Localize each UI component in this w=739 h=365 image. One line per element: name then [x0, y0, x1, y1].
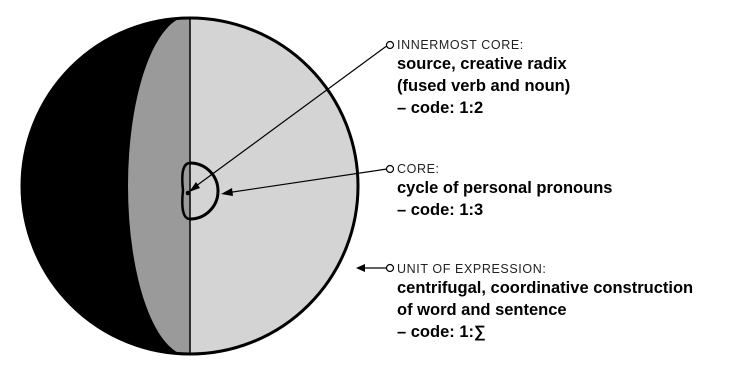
core-shape	[189, 161, 220, 221]
unit-line-1: centrifugal, coordinative construction	[397, 279, 694, 297]
pointer-core	[221, 164, 395, 196]
innermost-caption: INNERMOST CORE:	[397, 38, 524, 52]
core-line-2: – code: 1:3	[397, 201, 484, 219]
innermost-line-3: – code: 1:2	[397, 99, 484, 117]
label-unit-of-expression: UNIT OF EXPRESSION: centrifugal, coordin…	[397, 261, 693, 343]
core-caption: CORE:	[397, 162, 440, 176]
core-line-1: cycle of personal pronouns	[397, 179, 613, 197]
label-core: CORE: cycle of personal pronouns – code:…	[397, 161, 612, 221]
unit-line-3: – code: 1:∑	[397, 323, 486, 341]
label-innermost-core: INNERMOST CORE: source, creative radix (…	[397, 37, 570, 119]
unit-line-2: of word and sentence	[397, 301, 567, 319]
unit-caption: UNIT OF EXPRESSION:	[397, 262, 547, 276]
pointer-innermost	[189, 40, 395, 192]
innermost-line-2: (fused verb and noun)	[397, 77, 571, 95]
pointer-unit	[356, 263, 395, 273]
innermost-line-1: source, creative radix	[397, 55, 567, 73]
core-left-bracket	[181, 161, 191, 221]
